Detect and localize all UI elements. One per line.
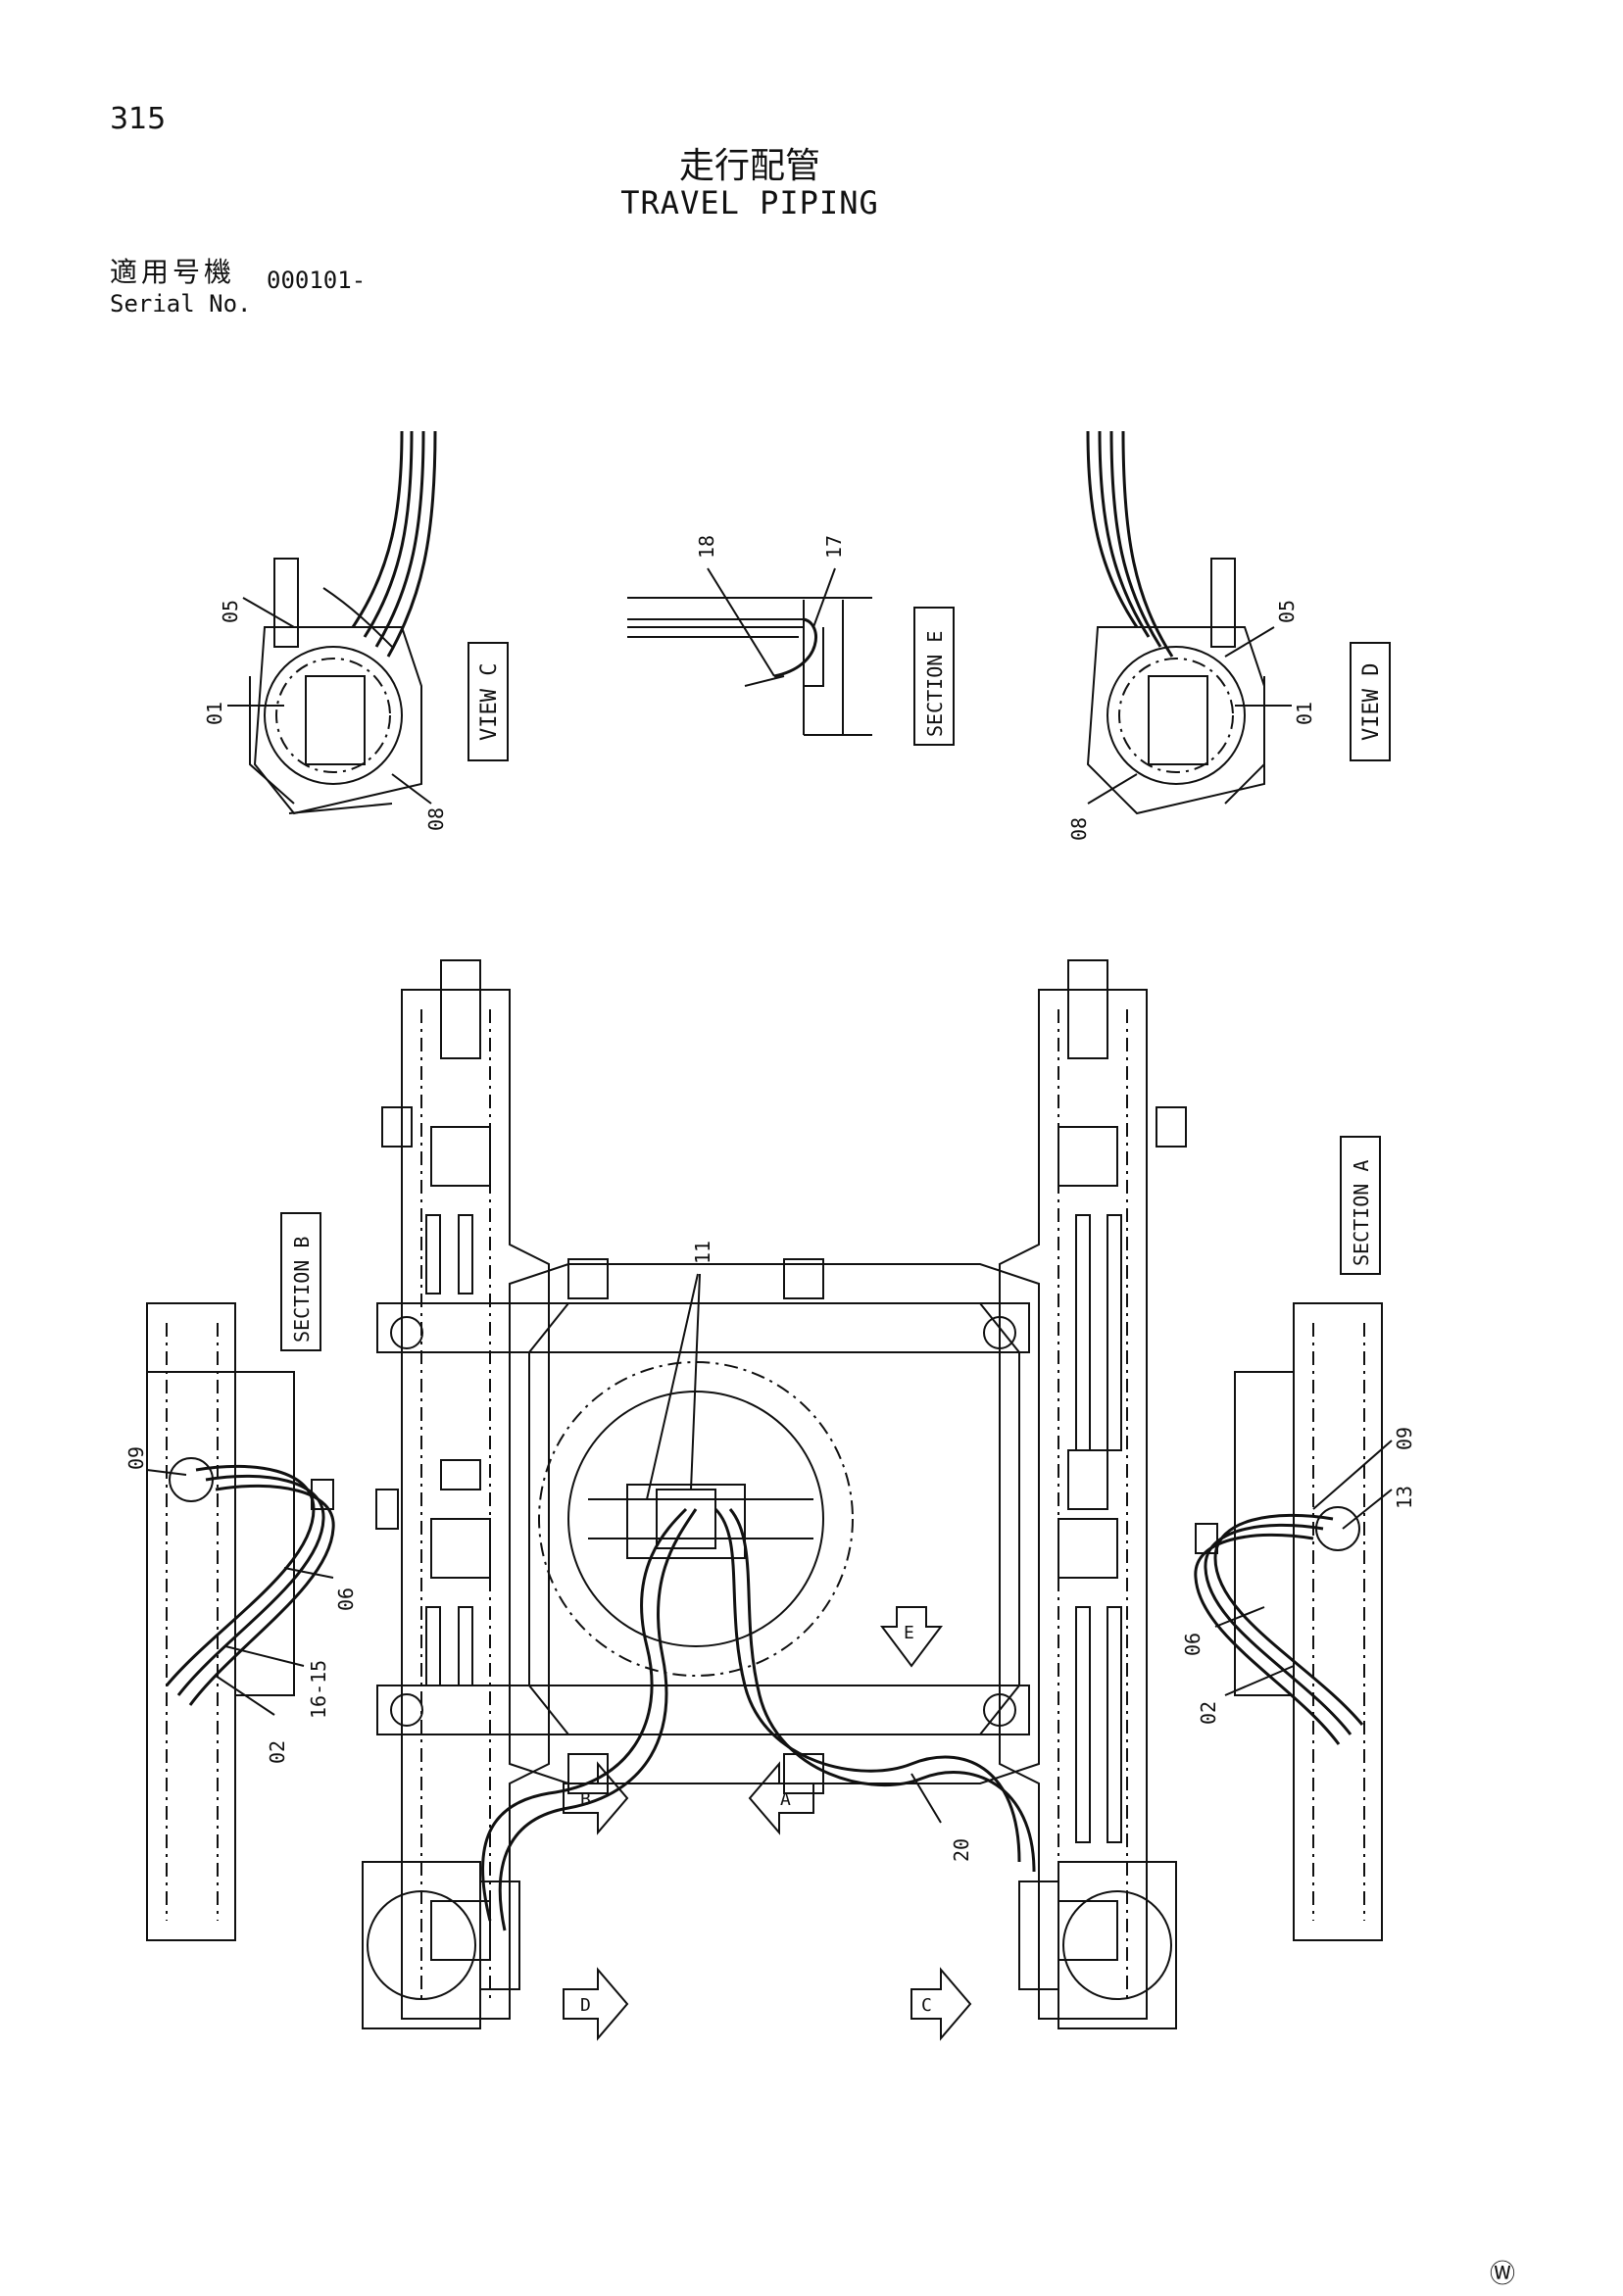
view-d-detail <box>1086 430 1265 815</box>
part-08-label-c: 08 <box>424 807 448 831</box>
section-b-label: SECTION B <box>290 1237 314 1343</box>
section-a-label: SECTION A <box>1350 1160 1373 1266</box>
view-c-detail <box>249 430 437 815</box>
part-05-label-d: 05 <box>1275 600 1299 623</box>
part-11-label: 11 <box>691 1241 714 1264</box>
part-02-label-b: 02 <box>266 1740 289 1764</box>
page-number: 315 <box>110 102 167 136</box>
part-06-label-b: 06 <box>334 1588 358 1611</box>
arrow-letter-b: B <box>580 1789 591 1810</box>
section-a-detail <box>1194 1302 1383 1941</box>
view-c-label-box <box>467 642 509 761</box>
section-e-label-box <box>913 607 955 746</box>
view-d-label-box <box>1350 642 1391 761</box>
travel-hoses <box>481 1484 1036 1931</box>
footer-mark: Ⓦ <box>1489 2260 1515 2289</box>
part-09-label-b: 09 <box>124 1446 148 1470</box>
part-18-label: 18 <box>695 535 718 559</box>
part-01-label-c: 01 <box>203 702 226 725</box>
part-08-label-d: 08 <box>1067 817 1091 841</box>
serial-value: 000101- <box>267 267 367 294</box>
part-16-15-label: 16-15 <box>307 1660 330 1719</box>
part-13-label: 13 <box>1393 1486 1416 1509</box>
section-a-label-box <box>1340 1136 1381 1275</box>
view-d-label: VIEW D <box>1359 663 1384 741</box>
title-japanese: 走行配管 <box>678 146 820 186</box>
part-20-label: 20 <box>950 1838 973 1862</box>
part-02-label-a: 02 <box>1197 1701 1220 1725</box>
view-c-label: VIEW C <box>477 663 502 741</box>
part-17-label: 17 <box>822 535 846 559</box>
arrow-letter-c: C <box>921 1995 932 2016</box>
part-01-label-d: 01 <box>1293 702 1316 725</box>
arrow-letter-a: A <box>780 1789 791 1810</box>
section-e-detail <box>627 597 872 736</box>
section-b-label-box <box>280 1212 321 1351</box>
section-b-detail <box>146 1302 335 1941</box>
serial-label-japanese: 適用号機 <box>110 256 236 288</box>
arrow-letter-e: E <box>904 1623 914 1643</box>
serial-label-english: Serial No. <box>110 290 252 318</box>
part-06-label-a: 06 <box>1181 1633 1205 1656</box>
title-english: TRAVEL PIPING <box>620 184 879 221</box>
part-09-label-a: 09 <box>1393 1427 1416 1450</box>
direction-arrows <box>563 1606 972 2041</box>
part-05-label-c: 05 <box>219 600 242 623</box>
undercarriage-frame <box>362 959 1187 2029</box>
section-e-label: SECTION E <box>923 631 947 737</box>
arrow-letter-d: D <box>580 1995 591 2016</box>
